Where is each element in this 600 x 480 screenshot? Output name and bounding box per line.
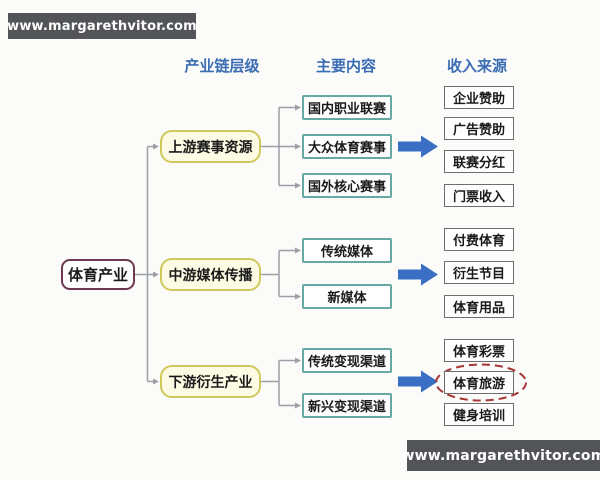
column-header-income: 收入来源: [446, 57, 507, 75]
income-node: 体育用品: [444, 295, 514, 318]
income-node: 广告赞助: [444, 117, 514, 140]
content-node: 新兴变现渠道: [302, 393, 392, 418]
income-node: 健身培训: [444, 403, 514, 426]
highlight-ellipse: [435, 363, 527, 402]
arrow-right-icon: [398, 263, 438, 286]
content-node: 新媒体: [302, 284, 392, 309]
column-header-level: 产业链层级: [184, 57, 260, 75]
level-node-upstream: 上游赛事资源: [160, 130, 261, 163]
income-node: 付费体育: [444, 228, 514, 251]
arrow-right-icon: [398, 370, 438, 393]
income-node: 门票收入: [444, 184, 514, 207]
content-node: 国外核心赛事: [302, 173, 392, 198]
watermark-top: www.margarethvitor.com: [7, 13, 197, 39]
income-node-highlighted: 体育旅游: [444, 371, 514, 394]
content-node: 传统媒体: [302, 238, 392, 263]
level-node-midstream: 中游媒体传播: [160, 258, 261, 291]
level-node-downstream: 下游衍生产业: [160, 365, 261, 398]
arrow-right-icon: [398, 135, 438, 158]
income-node: 联赛分红: [444, 150, 514, 173]
column-header-content: 主要内容: [315, 57, 376, 75]
content-node: 传统变现渠道: [302, 348, 392, 373]
content-node: 大众体育赛事: [302, 134, 392, 159]
watermark-bottom: www.margarethvitor.com: [401, 440, 600, 471]
root-node: 体育产业: [61, 259, 135, 290]
income-node: 企业赞助: [444, 86, 514, 109]
income-node: 衍生节目: [444, 261, 514, 284]
content-node: 国内职业联赛: [302, 95, 392, 120]
income-node: 体育彩票: [444, 339, 514, 362]
